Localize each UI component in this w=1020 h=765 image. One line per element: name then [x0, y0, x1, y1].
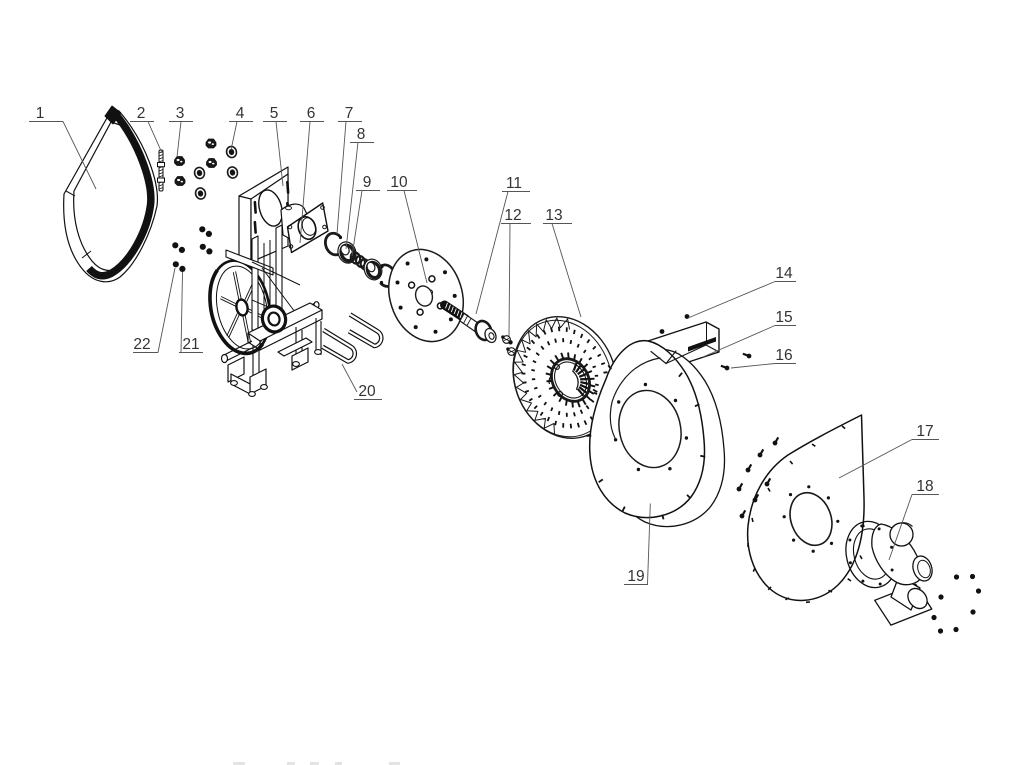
svg-text:4: 4 — [236, 105, 245, 122]
svg-text:20: 20 — [358, 383, 376, 400]
svg-text:14: 14 — [775, 265, 793, 282]
svg-text:6: 6 — [307, 105, 316, 122]
svg-text:11: 11 — [506, 175, 522, 192]
svg-text:10: 10 — [390, 174, 408, 191]
svg-text:9: 9 — [363, 174, 372, 191]
svg-text:1: 1 — [36, 105, 45, 122]
svg-text:19: 19 — [627, 568, 644, 585]
svg-text:22: 22 — [133, 336, 150, 353]
svg-text:15: 15 — [775, 309, 792, 326]
svg-text:5: 5 — [270, 105, 279, 122]
svg-text:7: 7 — [345, 105, 354, 122]
svg-text:3: 3 — [176, 105, 185, 122]
svg-text:18: 18 — [916, 478, 933, 495]
svg-text:17: 17 — [916, 423, 933, 440]
svg-text:12: 12 — [504, 207, 521, 224]
svg-text:16: 16 — [775, 347, 792, 364]
svg-text:2: 2 — [137, 105, 146, 122]
svg-text:8: 8 — [357, 126, 366, 143]
svg-text:13: 13 — [545, 207, 562, 224]
svg-text:21: 21 — [182, 336, 199, 353]
